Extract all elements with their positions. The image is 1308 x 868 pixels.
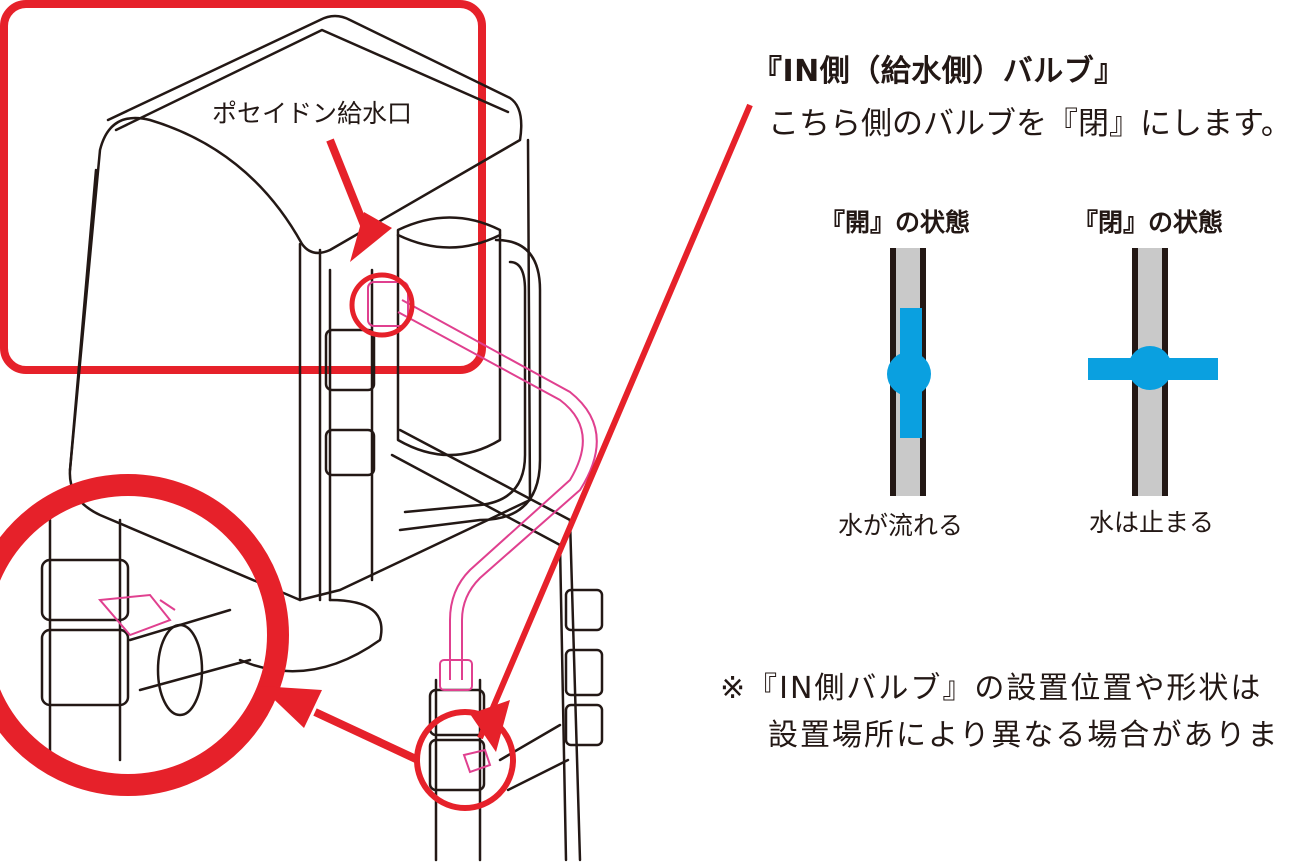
red-arrow-icon [260,686,322,728]
closed-valve-pipe [1088,248,1218,496]
pink-hose [397,311,584,680]
valve-state-panel [0,0,486,374]
valve-state-diagrams [887,248,1218,496]
cabinet-hood [68,14,523,472]
closed-state-title: 『閉』の状態 [1073,208,1224,237]
highlight-marks [0,103,753,811]
filter-cylinder [396,216,502,457]
outlet-label: ポセイドン給水口 [212,99,413,128]
red-arrow-icon [350,212,392,262]
note-line-1: ※『IN側バルブ』の設置位置や形状は [720,671,1263,706]
zoom-circle [0,474,289,796]
red-arrow-icon [470,700,510,752]
heading-in-valve: 『IN側（給水側）バルブ』 [752,54,1125,89]
machine-base [238,598,383,673]
note-line-2: 設置場所により異なる場合がありま [768,718,1280,753]
open-state-title: 『開』の状態 [820,208,971,237]
outlet-highlight-circle [349,272,415,338]
open-state-caption: 水が流れる [838,511,964,540]
open-valve-pipe [887,248,931,496]
closed-state-caption: 水は止まる [1089,508,1215,537]
instruction-text: こちら側のバルブを『閉』にします。 [768,106,1292,142]
